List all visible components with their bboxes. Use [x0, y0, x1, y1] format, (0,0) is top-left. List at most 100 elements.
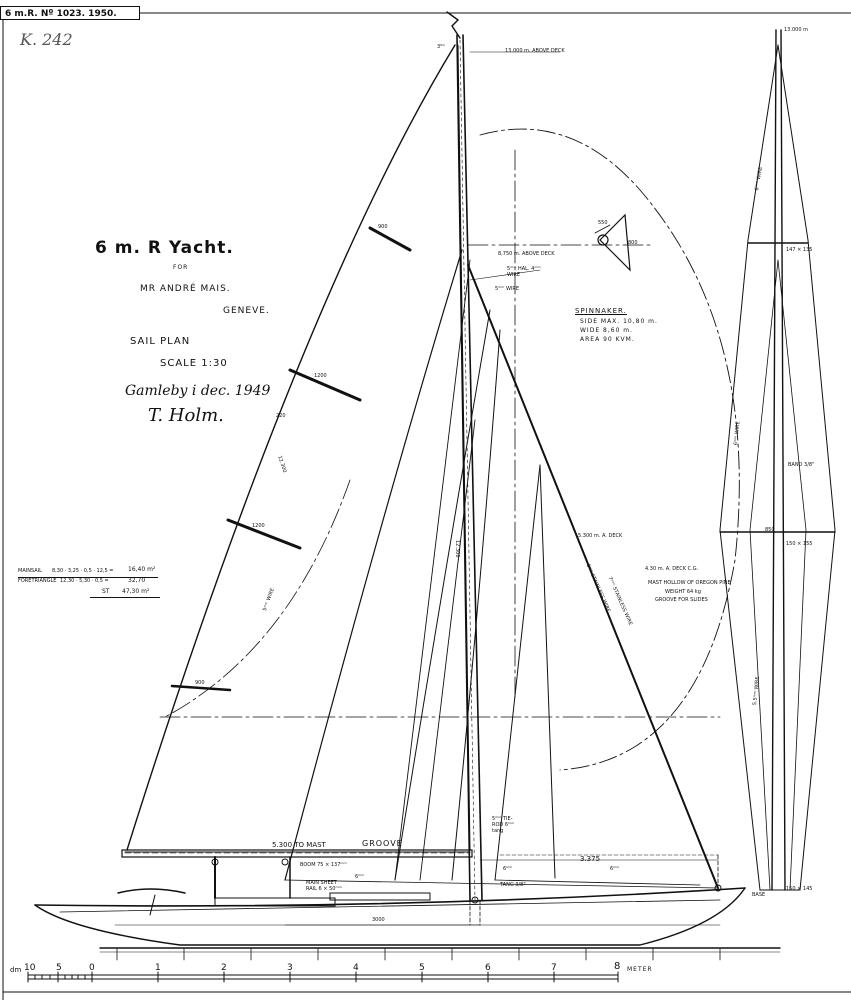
- masthead-height: 13.000 m. ABOVE DECK: [505, 48, 565, 54]
- front-top-height: 13.000 m: [784, 27, 808, 33]
- batten-2: [288, 368, 362, 402]
- hull-deck: [59, 899, 721, 913]
- spinnaker-pole-dim-2: 800: [628, 240, 638, 246]
- area-row3-label: ST: [102, 588, 110, 595]
- spinnaker-head-detail: [599, 213, 631, 272]
- drawing-type: SAIL PLAN: [130, 336, 191, 347]
- area-row1-label: MAINSAIL: [18, 568, 42, 574]
- drawing-title: 6 m. R Yacht.: [95, 238, 234, 258]
- area-divider-2: [90, 597, 160, 598]
- scale-tick-4: 4: [353, 963, 359, 973]
- area-row1-value: 16,40 m²: [128, 566, 156, 573]
- owner-place: GENEVE.: [223, 306, 270, 316]
- mast-weight-note: WEIGHT 64 kg: [665, 589, 701, 595]
- area-row2-calc: 12,30 · 5,30 · 0,5 =: [60, 578, 109, 584]
- staysail-foot: [494, 879, 701, 886]
- deck-length: 3000: [372, 917, 385, 923]
- scale-tick-6: 6: [485, 963, 491, 973]
- shroud-lower: [419, 419, 476, 881]
- scale-tick-2: 2: [221, 963, 227, 973]
- masthead-flag: [446, 11, 461, 39]
- staysail-luff: [539, 464, 556, 879]
- wire-note: 5ᵐᵐ WIRE: [495, 286, 520, 292]
- scale-tick-0: 0: [89, 963, 95, 973]
- front-spreader-3-dim: 150 × 155: [786, 541, 813, 547]
- cockpit-coaming: [214, 897, 336, 907]
- archive-number: K. 242: [20, 30, 73, 49]
- tiller: [117, 888, 186, 894]
- mast-groove-note: GROOVE FOR SLIDES: [655, 597, 708, 603]
- mainsail-leech: [126, 44, 456, 851]
- genoa-inner: [451, 329, 501, 881]
- mainsail-cg-curve: [164, 479, 351, 718]
- genoa-leech: [394, 309, 491, 881]
- scale-tick-5b: 5: [419, 963, 425, 973]
- spinnaker-outline: [479, 128, 740, 771]
- tie-rod-note: 5ᵐᵐ TIE-ROD 6ᵐᵐ tang: [492, 816, 515, 834]
- scale-tick-8: 8: [614, 961, 621, 972]
- area-row2-label: FORETRIANGLE: [18, 578, 57, 584]
- scale-bar: [27, 971, 619, 983]
- front-spreader-2-dim: 850: [765, 527, 775, 533]
- drawing-date: Gamleby i dec. 1949: [125, 383, 271, 399]
- scale-tick-10: 10: [24, 963, 36, 973]
- batten-4: [170, 684, 232, 692]
- station-ticks: [116, 947, 721, 961]
- boom-length: 5.300 TO MAST: [272, 841, 326, 849]
- scale-tick-1: 1: [155, 963, 161, 973]
- tang-note: TANG 3/8": [500, 882, 526, 888]
- staysail-leech: [494, 464, 541, 881]
- spreader-height: 8,750 m. ABOVE DECK: [498, 251, 555, 257]
- sail-cg-height: 4.30 m. A. DECK C.G.: [645, 566, 699, 572]
- boom-groove-label: GROOVE: [362, 839, 403, 848]
- forestay: [467, 264, 719, 889]
- mainsail-luff: [457, 44, 471, 851]
- main-sheet-rail: MAIN SHEET RAIL 6 × 50ᵐᵐ: [306, 880, 342, 892]
- front-mast-left: [771, 29, 777, 891]
- scale-unit: METER: [627, 966, 653, 973]
- front-shroud-right: [777, 44, 836, 891]
- mast-groove: [459, 39, 476, 901]
- spinnaker-block: [597, 234, 609, 246]
- front-base-label: BASE: [752, 892, 766, 898]
- spinnaker-side: SIDE MAX. 10,80 m.: [580, 318, 658, 325]
- deck-dim-note: 6ᵐᵐ: [355, 874, 365, 880]
- drawing-scale: SCALE 1:30: [160, 358, 228, 369]
- front-lower-right: [777, 259, 807, 891]
- spinnaker-area: AREA 90 KVM.: [580, 336, 635, 343]
- shroud-upper: [394, 259, 471, 881]
- roach-dim: 220: [276, 413, 286, 419]
- area-row1-calc: 8,30 · 3,25 · 0,5 · 12,5 =: [52, 568, 114, 574]
- hull-sheer: [34, 887, 746, 907]
- mast-material-note: MAST HOLLOW OF OREGON PINE: [648, 580, 731, 586]
- halyard-note: 5ᵐᵐ HAL. 4ᵐᵐ WIRE: [507, 266, 541, 278]
- batten-3-length: 1200: [252, 523, 265, 529]
- scale-tick-5a: 5: [56, 963, 62, 973]
- for-label: FOR: [173, 264, 189, 271]
- reference-box: 6 m.R. Nº 1023. 1950.: [0, 6, 140, 20]
- area-divider: [18, 577, 158, 578]
- batten-4-length: 900: [195, 680, 205, 686]
- batten-3: [226, 518, 302, 550]
- spinnaker-heading: SPINNAKER.: [575, 307, 627, 315]
- scale-dm-label: dm: [10, 966, 22, 974]
- mast-aft-edge: [462, 34, 483, 901]
- masthead-left-label: 3⁵ᵐ: [437, 44, 446, 50]
- jib-height: 5.300 m. A. DECK: [578, 533, 623, 539]
- scale-tick-7: 7: [551, 963, 557, 973]
- front-shroud-left: [719, 44, 779, 891]
- boom-section: BOOM 75 × 137ᵐᵐ: [300, 862, 347, 868]
- jib-sheet: [284, 879, 719, 889]
- spinnaker-pole-dim: 550: [598, 220, 608, 226]
- front-spreader-1-dim: 147 × 135: [786, 247, 813, 253]
- scale-tick-3: 3: [287, 963, 293, 973]
- forestay-base-length: 3.375: [580, 855, 601, 863]
- batten-1: [368, 226, 412, 252]
- rudder-post: [149, 894, 156, 916]
- batten-2-length: 1200: [314, 373, 327, 379]
- spinnaker-wide: WIDE 8,60 m.: [580, 327, 634, 334]
- mast-section-length: 12.300: [454, 540, 460, 558]
- jib-leech: [284, 249, 463, 881]
- small-dim-1: 6ᵐᵐ: [503, 866, 513, 872]
